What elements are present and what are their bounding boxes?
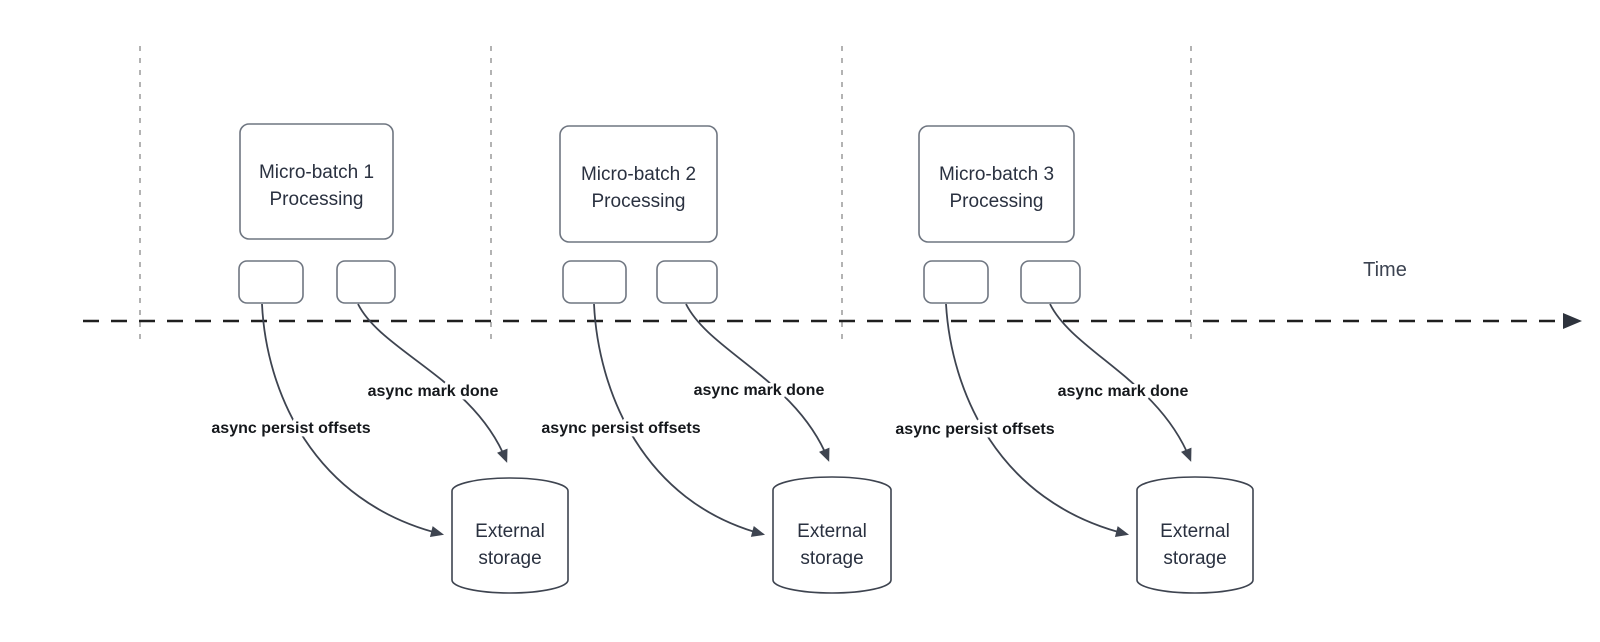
offset-task-box (238, 260, 304, 304)
mark-done-task-box (1020, 260, 1081, 304)
persist-offsets-arrow (593, 303, 766, 537)
microbatch-title-line2: Processing (270, 189, 364, 210)
external-storage-cylinder (451, 477, 569, 594)
microbatch-processing-box (239, 123, 394, 240)
offset-task-box (562, 260, 627, 304)
time-axis-label: Time (1363, 259, 1407, 281)
storage-label-line2: storage (478, 548, 541, 569)
time-axis-arrowhead-icon (1563, 313, 1582, 329)
storage-label-line2: storage (1163, 548, 1226, 569)
storage-label-line1: External (797, 521, 867, 542)
mark-done-arrow (1049, 303, 1192, 462)
mark-done-arrow (685, 303, 830, 462)
offset-task-box (923, 260, 989, 304)
mark-done-label: async mark done (1058, 383, 1189, 400)
external-storage-cylinder (772, 476, 892, 594)
time-interval-gridlines (139, 46, 1192, 342)
time-axis: Time (83, 259, 1582, 329)
mark-done-task-box (656, 260, 718, 304)
mark-done-arrow (357, 303, 508, 463)
microbatch-title-line1: Micro-batch 1 (259, 162, 374, 183)
microbatch-processing-box (559, 125, 718, 243)
microbatch-title-line2: Processing (592, 191, 686, 212)
microbatch-title-line1: Micro-batch 3 (939, 164, 1054, 185)
persist-offsets-label: async persist offsets (211, 420, 370, 437)
microbatch-title-line1: Micro-batch 2 (581, 164, 696, 185)
persist-offsets-arrow (945, 303, 1130, 538)
storage-label-line1: External (1160, 521, 1230, 542)
external-storage-cylinder (1136, 476, 1254, 594)
mark-done-task-box (336, 260, 396, 304)
persist-offsets-label: async persist offsets (895, 421, 1054, 438)
persist-offsets-arrow (261, 303, 445, 538)
storage-label-line1: External (475, 521, 545, 542)
mark-done-label: async mark done (368, 383, 499, 400)
microbatch-title-line2: Processing (950, 191, 1044, 212)
storage-label-line2: storage (800, 548, 863, 569)
persist-offsets-label: async persist offsets (541, 420, 700, 437)
mark-done-label: async mark done (694, 382, 825, 399)
microbatch-processing-box (918, 125, 1075, 243)
